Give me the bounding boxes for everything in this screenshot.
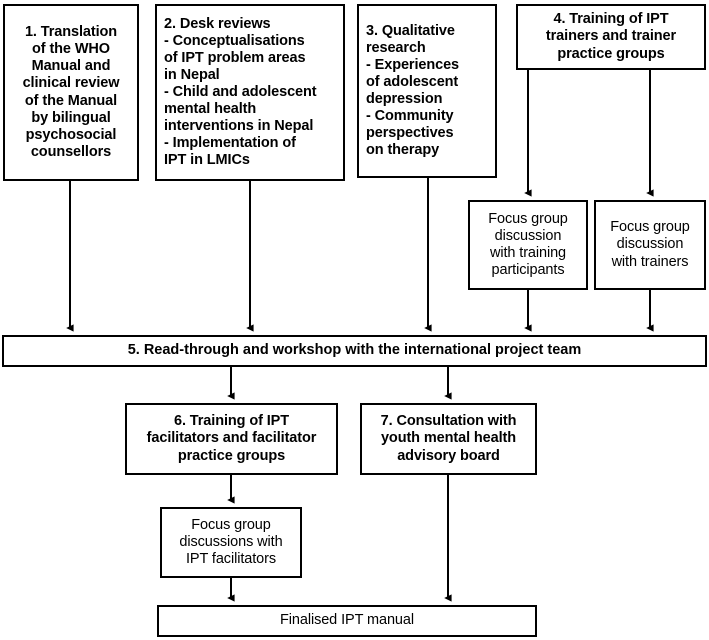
node-box6[interactable]: 6. Training of IPT facilitators and faci… [125, 403, 338, 475]
node-box7-label: 7. Consultation with youth mental health… [380, 413, 517, 464]
node-final-manual-label: Finalised IPT manual [280, 612, 414, 629]
node-fgd-trainers[interactable]: Focus group discussion with trainers [594, 200, 706, 290]
node-fgd-ipt-facilitators-label: Focus group discussions with IPT facilit… [179, 516, 283, 568]
node-final-manual[interactable]: Finalised IPT manual [157, 605, 537, 637]
node-box1[interactable]: 1. Translation of the WHO Manual and cli… [3, 4, 139, 181]
node-box7[interactable]: 7. Consultation with youth mental health… [360, 403, 537, 475]
node-fgd-trainers-label: Focus group discussion with trainers [610, 219, 690, 270]
node-box5[interactable]: 5. Read-through and workshop with the in… [2, 335, 707, 367]
node-box6-label: 6. Training of IPT facilitators and faci… [146, 413, 317, 464]
node-box4-label: 4. Training of IPT trainers and trainer … [545, 11, 677, 62]
node-box3-label: 3. Qualitative research - Experiences of… [366, 22, 459, 159]
node-fgd-training-participants-label: Focus group discussion with training par… [488, 210, 568, 279]
node-box4[interactable]: 4. Training of IPT trainers and trainer … [516, 4, 706, 70]
node-fgd-ipt-facilitators[interactable]: Focus group discussions with IPT facilit… [160, 507, 302, 578]
node-box1-label: 1. Translation of the WHO Manual and cli… [22, 24, 120, 160]
node-box2-label: 2. Desk reviews - Conceptualisations of … [164, 15, 317, 169]
node-box2[interactable]: 2. Desk reviews - Conceptualisations of … [155, 4, 345, 181]
node-fgd-training-participants[interactable]: Focus group discussion with training par… [468, 200, 588, 290]
node-box3[interactable]: 3. Qualitative research - Experiences of… [357, 4, 497, 178]
node-box5-label: 5. Read-through and workshop with the in… [127, 342, 582, 359]
